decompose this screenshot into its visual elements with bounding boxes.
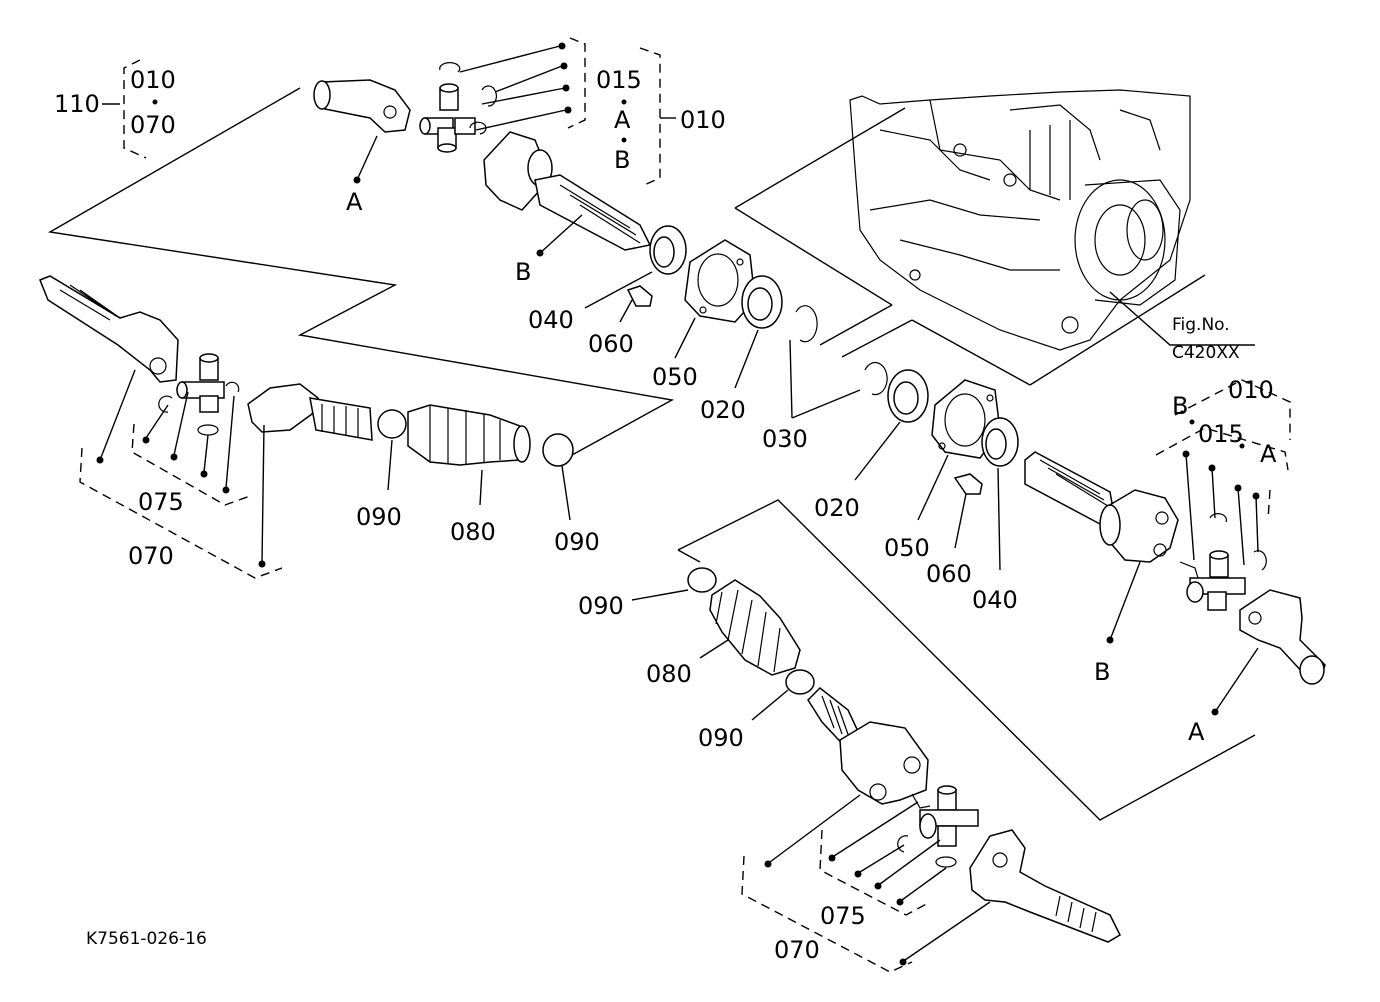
- label-ref-b-top: B: [515, 258, 531, 286]
- upper-seal-stack: 040 060 050 020 030: [528, 225, 861, 453]
- label-030: 030: [762, 425, 808, 453]
- frame-upper: [47, 87, 675, 456]
- label-040-right: 040: [972, 586, 1018, 614]
- label-b-top-bracket: B: [614, 146, 630, 174]
- frame-lower: [677, 499, 1256, 821]
- label-090-lower-a: 090: [578, 592, 624, 620]
- right-seal-stack: 020 050 060 040: [814, 361, 1019, 614]
- label-b-right-bracket: B: [1172, 392, 1188, 420]
- fig-ref-line2: C420XX: [1172, 343, 1240, 363]
- label-ref-a-top: A: [346, 188, 363, 216]
- label-group-110: 110 010 070: [54, 59, 176, 159]
- label-075-left: 075: [138, 488, 184, 516]
- label-020-right: 020: [814, 494, 860, 522]
- label-090-lower-b: 090: [698, 724, 744, 752]
- label-010-right: 010: [1228, 376, 1274, 404]
- label-060-right: 060: [926, 560, 972, 588]
- label-080-left: 080: [450, 518, 496, 546]
- label-070-left: 070: [128, 542, 174, 570]
- label-070-lower: 070: [774, 936, 820, 964]
- right-shaft-assembly: B A B 010 015 A: [1024, 376, 1326, 746]
- fig-ref-line1: Fig.No.: [1172, 315, 1230, 335]
- label-060-top: 060: [588, 330, 634, 358]
- label-080-lower: 080: [646, 660, 692, 688]
- left-shaft-assembly: 075 070 090 080 090: [39, 275, 600, 579]
- label-020-top: 020: [700, 396, 746, 424]
- label-070-top-left: 070: [130, 111, 176, 139]
- label-ref-a-right: A: [1188, 718, 1205, 746]
- label-010-top: 010: [680, 106, 726, 134]
- label-050-right: 050: [884, 534, 930, 562]
- label-040-top: 040: [528, 306, 574, 334]
- label-015-right: 015: [1198, 420, 1244, 448]
- label-090-left-a: 090: [356, 503, 402, 531]
- lower-shaft-assembly: 090 080 090 075 070: [578, 567, 1121, 973]
- label-050-top: 050: [652, 363, 698, 391]
- label-075-lower: 075: [820, 902, 866, 930]
- label-015-top: 015: [596, 66, 642, 94]
- label-ref-b-right: B: [1094, 658, 1110, 686]
- label-a-top-bracket: A: [614, 106, 631, 134]
- label-110: 110: [54, 90, 100, 118]
- drawing-code: K7561-026-16: [86, 929, 207, 949]
- label-a-right-bracket: A: [1260, 440, 1277, 468]
- transmission-housing: Fig.No. C420XX: [734, 89, 1255, 386]
- label-090-left-b: 090: [554, 528, 600, 556]
- label-010-top-left: 010: [130, 66, 176, 94]
